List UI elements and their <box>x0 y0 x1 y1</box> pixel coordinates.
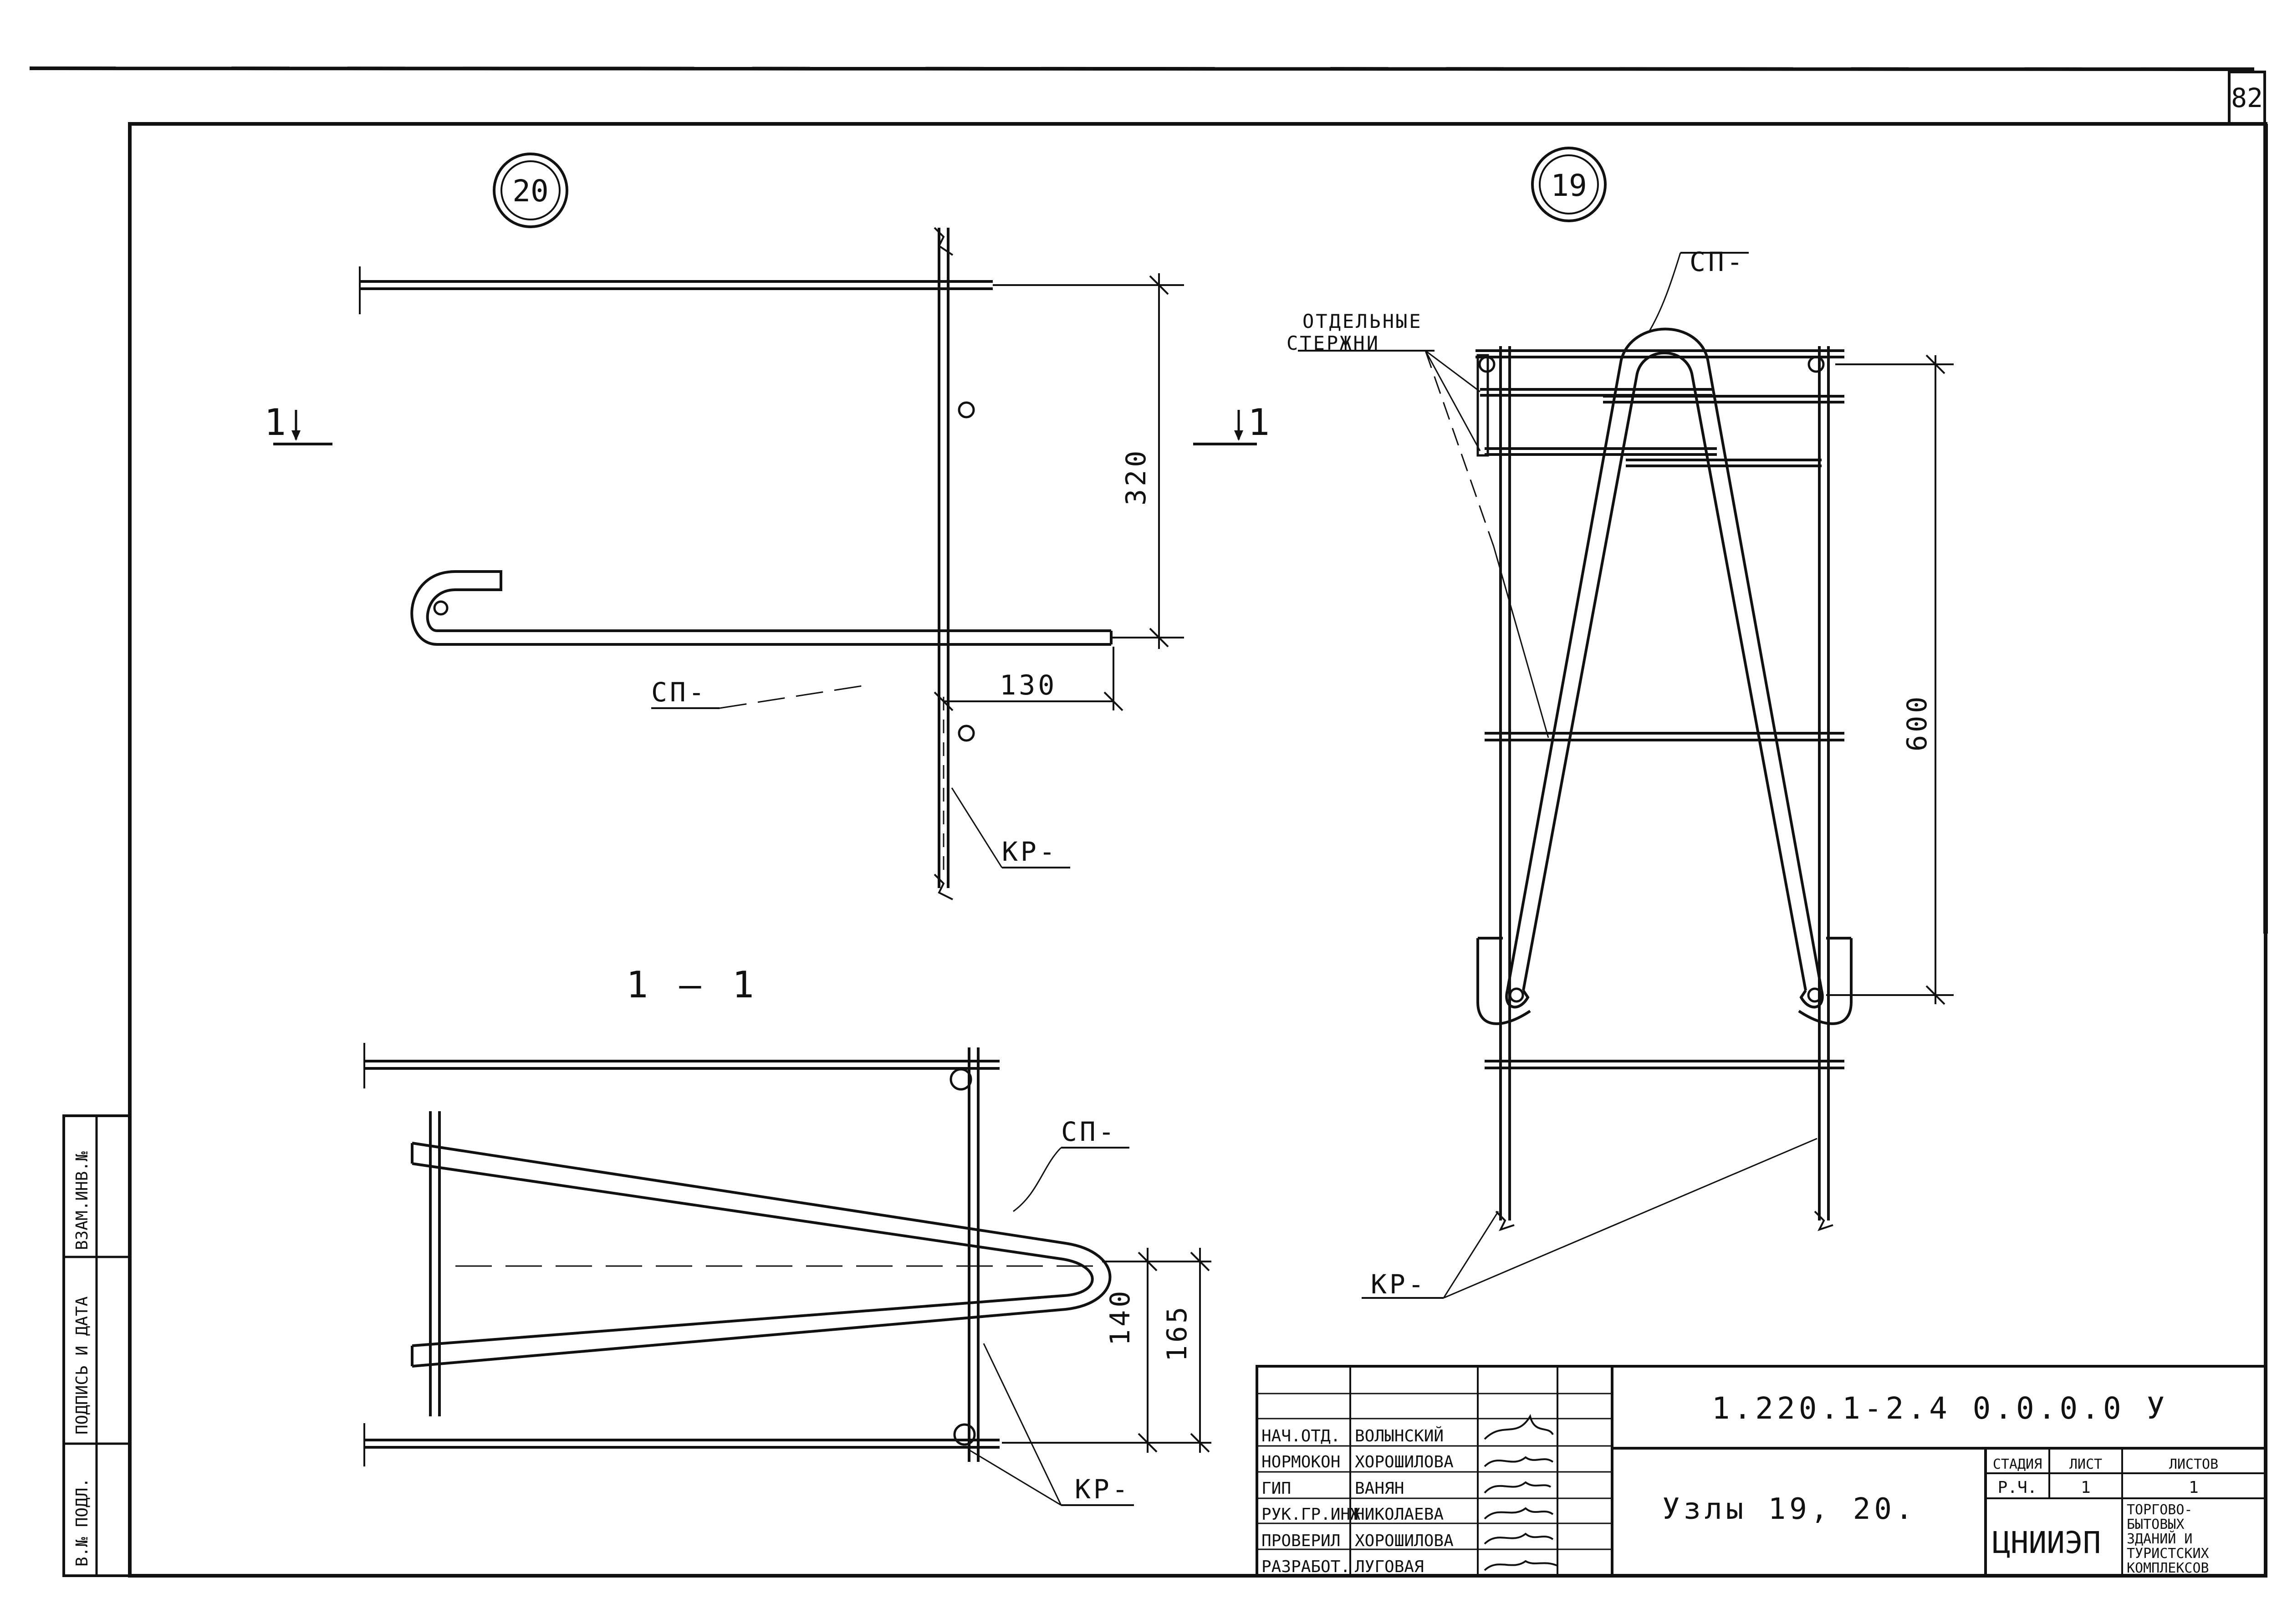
sheet-frame <box>29 66 2268 1578</box>
svg-text:20: 20 <box>512 174 548 209</box>
label-kr-19: КР- <box>1371 1269 1427 1300</box>
dim-130: 130 <box>1000 669 1057 701</box>
label-separate-rods-2: СТЕРЖНИ <box>1287 332 1380 354</box>
stamp-col-original-no: В.№ ПОДЛ. <box>73 1478 92 1567</box>
name-4: ХОРОШИЛОВА <box>1355 1532 1454 1550</box>
role-2: ГИП <box>1261 1479 1291 1498</box>
callout-node-20: 20 <box>493 153 568 228</box>
section-1-1 <box>363 1043 1211 1506</box>
role-0: НАЧ.ОТД. <box>1261 1427 1340 1445</box>
sheets-value: 1 <box>2189 1478 2199 1497</box>
sheet-value: 1 <box>2081 1478 2091 1497</box>
org-sub-0: ТОРГОВО- <box>2127 1502 2193 1518</box>
name-0: ВОЛЫНСКИЙ <box>1355 1426 1444 1445</box>
sheet-header: ЛИСТ <box>2069 1456 2102 1472</box>
detail-20 <box>359 227 1184 900</box>
name-2: ВАНЯН <box>1355 1479 1404 1498</box>
stamp-col-signature-date: ПОДПИСЬ И ДАТА <box>73 1296 92 1435</box>
role-3: РУК.ГР.ИНЖ <box>1261 1505 1360 1524</box>
section-marker-left: 1 <box>264 401 332 445</box>
label-separate-rods-1: ОТДЕЛЬНЫЕ <box>1302 310 1423 332</box>
stage-value: Р.Ч. <box>1998 1478 2037 1497</box>
org-name: ЦНИИЭП <box>1992 1525 2101 1560</box>
dim-320: 320 <box>1120 448 1152 506</box>
label-sp-19: СП- <box>1690 246 1746 277</box>
sheets-header: ЛИСТОВ <box>2169 1456 2218 1472</box>
org-sub-1: БЫТОВЫХ <box>2127 1517 2184 1532</box>
dim-165: 165 <box>1161 1304 1193 1362</box>
name-1: ХОРОШИЛОВА <box>1355 1453 1454 1471</box>
role-1: НОРМОКОН <box>1261 1453 1340 1471</box>
label-sp-20: СП- <box>651 677 707 708</box>
label-kr-section: КР- <box>1075 1474 1131 1505</box>
dim-600: 600 <box>1901 694 1933 751</box>
stage-header: СТАДИЯ <box>1993 1456 2042 1472</box>
org-sub-4: КОМПЛЕКСОВ <box>2127 1560 2209 1576</box>
org-sub-2: ЗДАНИЙ И <box>2127 1531 2193 1547</box>
section-title: 1 – 1 <box>626 964 759 1006</box>
svg-text:1: 1 <box>264 401 291 444</box>
detail-19 <box>1298 252 1954 1299</box>
side-stamp: В.№ ПОДЛ. ПОДПИСЬ И ДАТА ВЗАМ.ИНВ.№ <box>62 1114 131 1577</box>
doc-code: 1.220.1-2.4 0.0.0.0 У <box>1712 1391 2168 1426</box>
callout-node-19: 19 <box>1531 147 1607 222</box>
label-kr-20: КР- <box>1002 836 1058 867</box>
name-5: ЛУГОВАЯ <box>1355 1558 1424 1576</box>
name-3: НИКОЛАЕВА <box>1355 1505 1444 1524</box>
title-block <box>1256 1365 2267 1577</box>
org-sub-3: ТУРИСТСКИХ <box>2127 1546 2209 1562</box>
drawing-title: Узлы 19, 20. <box>1662 1492 1916 1526</box>
role-5: РАЗРАБОТ. <box>1261 1558 1350 1576</box>
label-sp-section: СП- <box>1061 1116 1117 1147</box>
svg-text:19: 19 <box>1551 168 1587 203</box>
stamp-col-replaced-inv: ВЗАМ.ИНВ.№ <box>73 1151 92 1250</box>
section-marker-right: 1 <box>1193 401 1274 445</box>
svg-text:1: 1 <box>1248 401 1274 444</box>
role-4: ПРОВЕРИЛ <box>1261 1532 1340 1550</box>
dim-140: 140 <box>1104 1288 1136 1346</box>
sheet-number: 82 <box>2231 82 2263 113</box>
sheet-number-box: 82 <box>2228 71 2266 125</box>
